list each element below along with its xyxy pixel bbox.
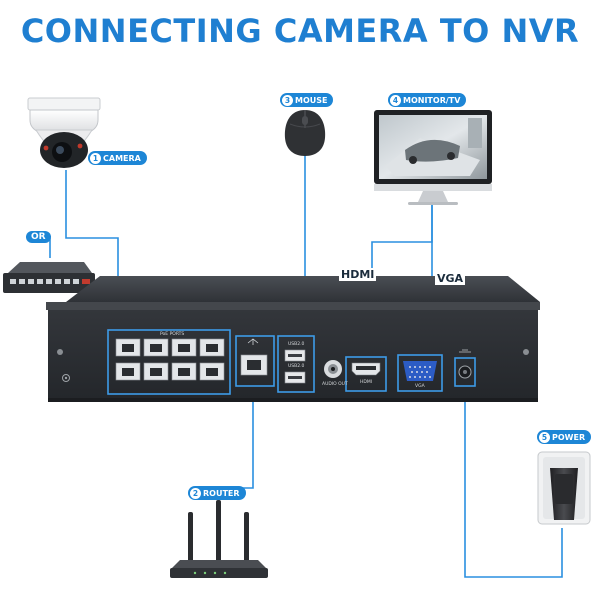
callout-router-label: ROUTER <box>203 488 240 498</box>
audio-out-port <box>324 360 342 378</box>
vga-label: VGA <box>435 272 466 285</box>
callout-monitor-number: 4 <box>390 94 401 106</box>
power-jack <box>454 349 476 387</box>
vga-port <box>397 354 443 392</box>
callout-router-number: 2 <box>190 487 201 499</box>
hdmi-small-label: HDMI <box>360 380 373 385</box>
audio-out-label: AUDIO OUT <box>322 382 348 387</box>
usb2-label: USB2.0 <box>288 342 305 347</box>
callout-monitor-label: MONITOR/TV <box>403 95 461 105</box>
callout-camera-label: CAMERA <box>103 153 141 163</box>
callout-monitor: 4 MONITOR/TV <box>388 93 467 107</box>
poe-port-group <box>107 329 231 395</box>
hdmi-port <box>345 356 387 392</box>
network-switch-icon <box>3 262 95 293</box>
or-label: OR <box>26 231 51 243</box>
cable-power <box>464 380 563 578</box>
mouse-icon <box>284 110 326 156</box>
dome-camera-icon <box>27 97 101 168</box>
callout-router: 2 ROUTER <box>188 486 246 500</box>
callout-mouse: 3 MOUSE <box>280 93 334 107</box>
callout-power-label: POWER <box>552 432 586 442</box>
vga-small-label: VGA <box>415 384 425 389</box>
callout-power: 5 POWER <box>537 430 592 444</box>
usb1-label: USB2.0 <box>288 364 305 369</box>
callout-power-number: 5 <box>539 431 550 443</box>
usb-port-group <box>277 335 315 393</box>
callout-mouse-number: 3 <box>282 94 293 106</box>
callout-camera-number: 1 <box>90 152 101 164</box>
hdmi-label: HDMI <box>339 268 377 281</box>
monitor-icon <box>374 110 492 205</box>
page-title: CONNECTING CAMERA TO NVR <box>20 12 580 50</box>
lan-port <box>235 335 275 387</box>
power-adapter-icon <box>537 451 591 525</box>
router-icon <box>170 500 268 578</box>
callout-mouse-label: MOUSE <box>295 95 328 105</box>
callout-camera: 1 CAMERA <box>88 151 147 165</box>
poe-ports-label: PoE PORTS <box>160 332 185 337</box>
